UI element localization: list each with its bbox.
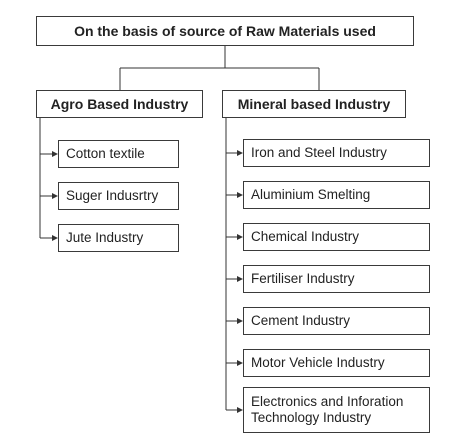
mineral-item-chemical: Chemical Industry: [243, 223, 430, 251]
category-mineral-based: Mineral based Industry: [222, 90, 406, 118]
mineral-item-motor-vehicle: Motor Vehicle Industry: [243, 349, 430, 377]
mineral-item-fertiliser: Fertiliser Industry: [243, 265, 430, 293]
category-agro-based: Agro Based Industry: [36, 90, 203, 118]
mineral-item-cement: Cement Industry: [243, 307, 430, 335]
agro-item-sugar: Suger Indusrtry: [58, 182, 179, 210]
mineral-item-electronics-it: Electronics and Inforation Technology In…: [243, 387, 430, 433]
mineral-item-aluminium: Aluminium Smelting: [243, 181, 430, 209]
agro-item-cotton-textile: Cotton textile: [58, 140, 179, 168]
root-node: On the basis of source of Raw Materials …: [36, 16, 414, 46]
mineral-item-iron-steel: Iron and Steel Industry: [243, 139, 430, 167]
agro-item-jute: Jute Industry: [58, 224, 179, 252]
